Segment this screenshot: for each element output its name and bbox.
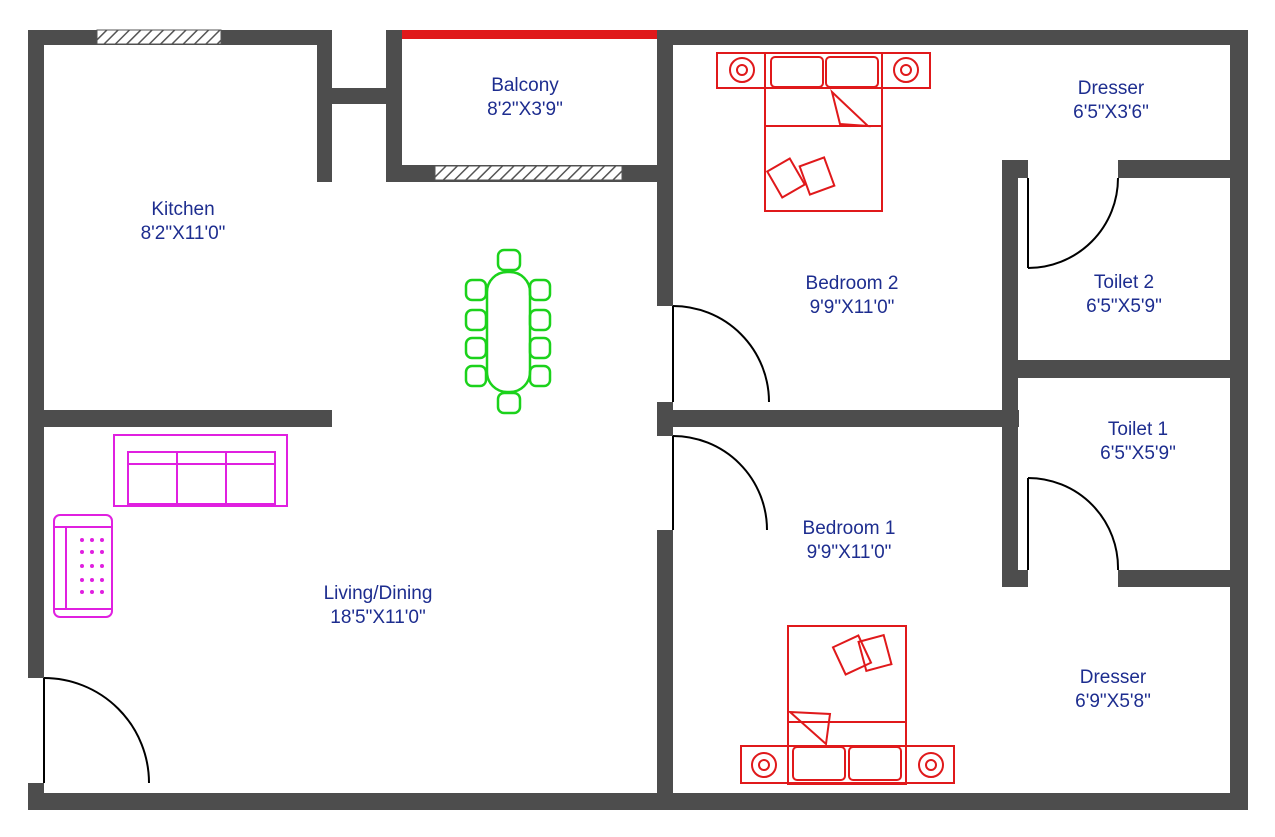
sofa-three-seater xyxy=(113,434,288,507)
bed1-cushion-1 xyxy=(831,634,873,676)
bedroom1-door-swing xyxy=(672,435,768,531)
wall-outer-bottom xyxy=(28,793,1248,810)
bed2-pillow-left xyxy=(770,56,824,88)
room-name: Living/Dining xyxy=(323,583,433,604)
bed2-pillow-right xyxy=(825,56,879,88)
label-balcony: Balcony 8'2"X3'9" xyxy=(487,74,563,122)
room-size: 6'9"X5'8" xyxy=(1075,691,1151,712)
wall-toilet1-bottom-left xyxy=(1002,570,1028,587)
bedroom2-bed xyxy=(716,52,931,212)
dining-table-set xyxy=(464,248,552,415)
room-name: Dresser xyxy=(1077,78,1145,99)
balcony-railing xyxy=(402,30,657,39)
wall-toilet-divider xyxy=(1002,360,1248,378)
wall-bedroom2-left-upper xyxy=(657,30,673,306)
main-door-swing xyxy=(43,677,150,784)
bed1-lamp-right xyxy=(918,752,944,778)
label-toilet2: Toilet 2 6'5"X5'9" xyxy=(1086,271,1162,319)
wall-outer-left-upper xyxy=(28,30,44,678)
room-size: 8'2"X11'0" xyxy=(140,223,226,244)
wall-balcony-left xyxy=(386,30,402,182)
label-dresser-bottom: Dresser 6'9"X5'8" xyxy=(1075,666,1151,714)
room-name: Toilet 1 xyxy=(1107,419,1169,440)
toilet2-door-swing xyxy=(1027,177,1119,269)
bed2-cushion-2 xyxy=(798,156,836,196)
wall-toilet2-top-left xyxy=(1002,160,1028,178)
room-size: 18'5"X11'0" xyxy=(330,607,426,628)
room-name: Bedroom 1 xyxy=(802,518,896,539)
balcony-window xyxy=(434,165,623,181)
room-name: Dresser xyxy=(1079,667,1147,688)
wall-bedroom1-left-lower xyxy=(657,530,673,810)
bed1-sheet-fold xyxy=(787,710,832,746)
room-size: 6'5"X5'9" xyxy=(1086,296,1162,317)
wall-outer-right xyxy=(1230,30,1248,810)
label-kitchen: Kitchen 8'2"X11'0" xyxy=(141,198,226,246)
bed2-sheet-fold xyxy=(830,88,871,128)
wall-kitchen-balcony-link xyxy=(317,88,402,104)
room-size: 9'9"X11'0" xyxy=(809,297,895,318)
sofa-set xyxy=(53,434,288,618)
bed2-frame xyxy=(764,87,883,212)
walls xyxy=(28,30,1248,810)
label-toilet1: Toilet 1 6'5"X5'9" xyxy=(1100,418,1176,466)
bed1-footboard xyxy=(740,745,955,784)
toilet1-door-swing xyxy=(1027,477,1120,571)
bed1-pillow-right xyxy=(848,746,902,781)
room-size: 9'9"X11'0" xyxy=(806,542,892,563)
room-name: Toilet 2 xyxy=(1093,272,1155,293)
label-living-dining: Living/Dining 18'5"X11'0" xyxy=(324,582,433,630)
bed1-lamp-left xyxy=(751,752,777,778)
bed2-cushion-1 xyxy=(765,157,807,199)
room-name: Bedroom 2 xyxy=(805,273,899,294)
room-size: 8'2"X3'9" xyxy=(487,99,563,120)
label-dresser-top: Dresser 6'5"X3'6" xyxy=(1073,77,1149,125)
dining-chair-top xyxy=(496,248,522,272)
bed2-lamp-right xyxy=(893,57,919,83)
bedroom2-door-swing xyxy=(672,305,770,403)
label-bedroom1: Bedroom 1 9'9"X11'0" xyxy=(803,517,896,565)
label-bedroom2: Bedroom 2 9'9"X11'0" xyxy=(806,272,899,320)
bedroom1-bed xyxy=(740,625,955,785)
room-size: 6'5"X3'6" xyxy=(1073,102,1149,123)
wall-kitchen-bottom xyxy=(28,410,332,427)
bed1-pillow-left xyxy=(792,746,846,781)
dining-table xyxy=(485,270,532,394)
room-size: 6'5"X5'9" xyxy=(1100,443,1176,464)
room-name: Kitchen xyxy=(151,199,215,220)
wall-bedroom-divider xyxy=(657,410,1019,427)
doors xyxy=(43,177,1120,784)
wall-top-right xyxy=(657,30,1248,45)
bed1-cushion-2 xyxy=(857,633,893,673)
wall-toilet1-bottom-right xyxy=(1118,570,1248,587)
room-name: Balcony xyxy=(491,75,559,96)
bed2-lamp-left xyxy=(729,57,755,83)
kitchen-window xyxy=(96,29,222,45)
wall-toilet2-top-right xyxy=(1118,160,1248,178)
wall-kitchen-right xyxy=(317,30,332,182)
dining-chair-bottom xyxy=(496,391,522,415)
